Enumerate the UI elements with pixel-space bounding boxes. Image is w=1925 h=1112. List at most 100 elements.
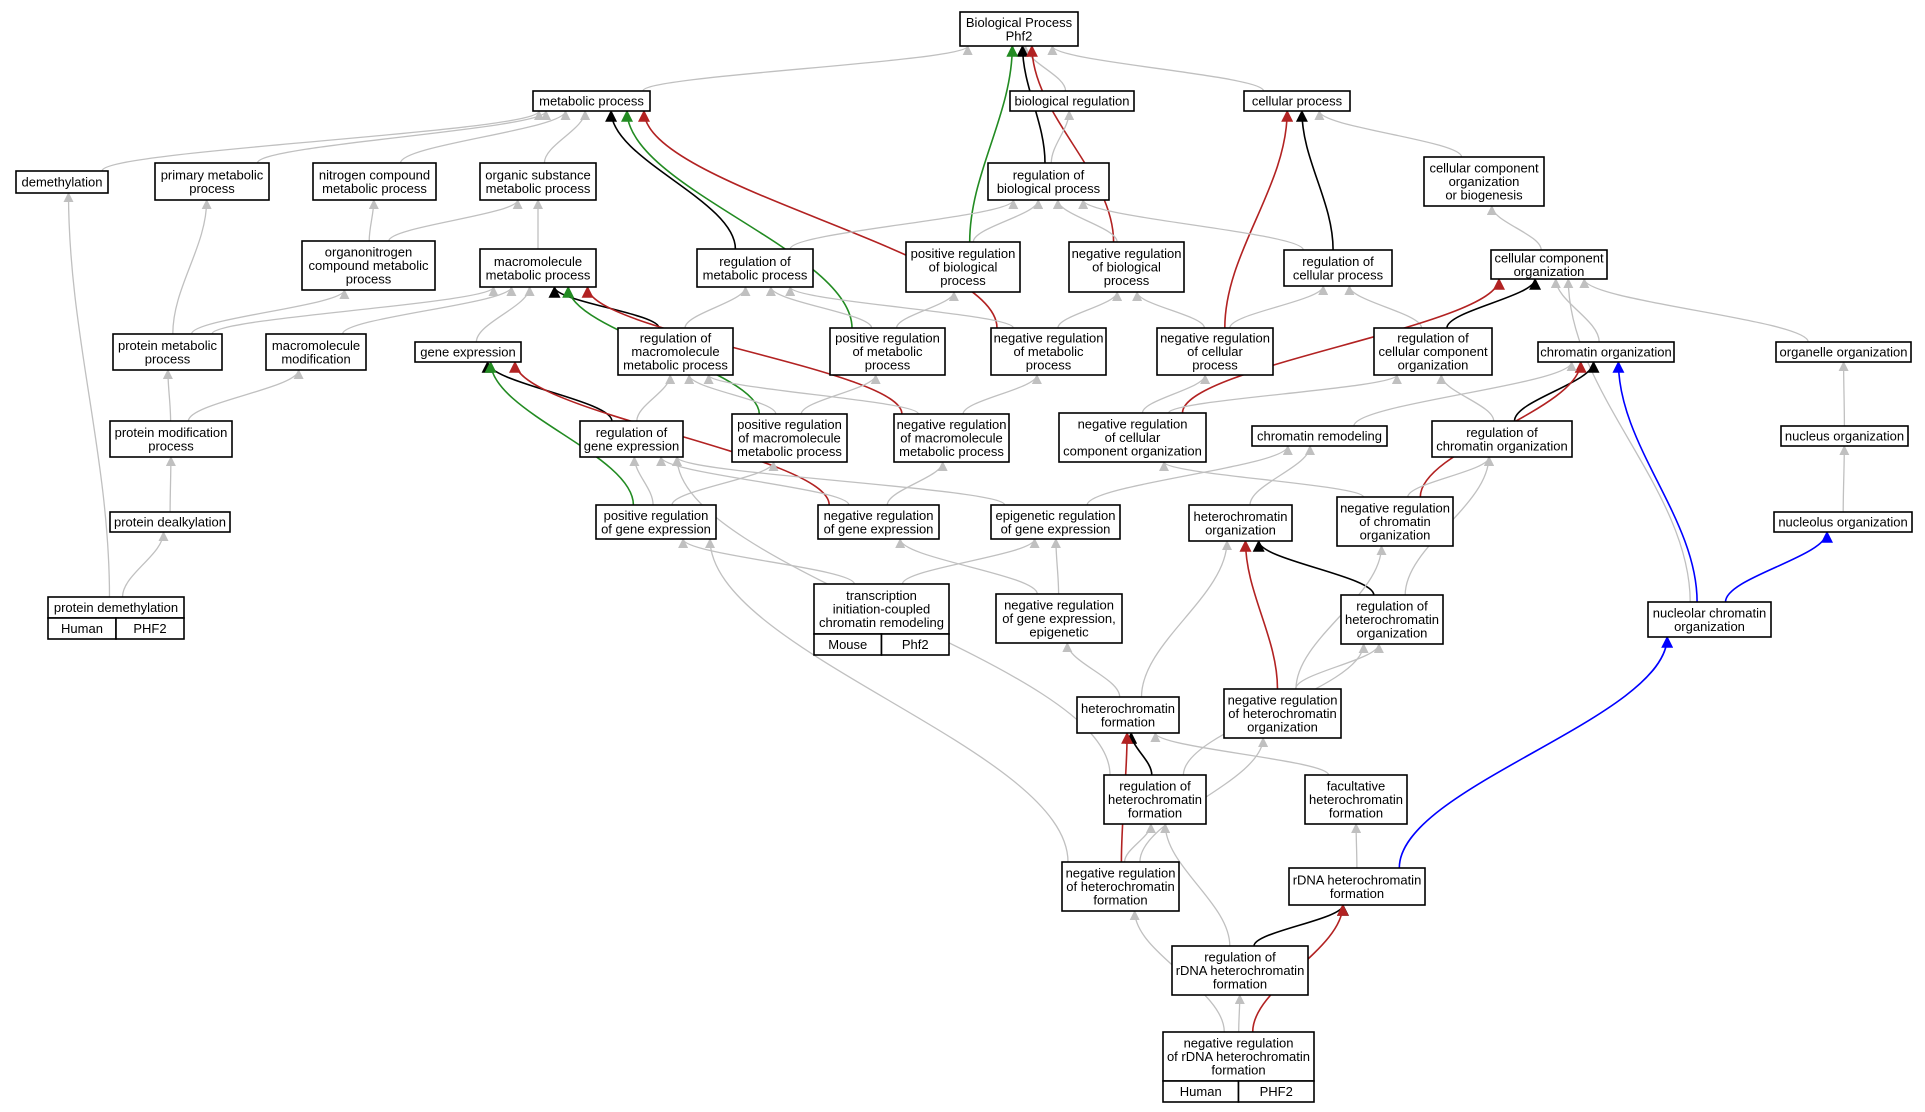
node-box: [617, 327, 734, 376]
edge-epigen-to-reggene: [672, 456, 1006, 506]
edge-regcell-to-regbio: [1078, 199, 1304, 251]
node-chromorg[interactable]: chromatin organization: [1537, 341, 1675, 363]
node-box: [987, 162, 1110, 201]
node-geneexp[interactable]: gene expression: [414, 341, 522, 363]
node-bioreg[interactable]: biological regulation: [1009, 90, 1135, 112]
node-label-line: protein dealkylation: [114, 515, 226, 530]
node-label-line: chromatin remodeling: [819, 615, 944, 630]
edge-protmod-to-protmet: [162, 369, 173, 422]
node-label-line: positive regulation: [911, 246, 1016, 261]
node-box: [109, 511, 231, 533]
node-protdealk[interactable]: protein dealkylation: [109, 511, 231, 533]
node-box: [15, 170, 109, 194]
edge-protdealk-to-protmod: [165, 456, 176, 513]
node-box: [829, 327, 946, 376]
node-demeth[interactable]: demethylation: [15, 170, 109, 194]
edge-chromrem-to-chromorg: [1353, 361, 1577, 427]
node-label-line: regulation of: [640, 331, 712, 346]
node-label-line: nitrogen compound: [319, 167, 430, 182]
node-label-line: primary metabolic: [161, 167, 264, 182]
node-organelle[interactable]: organelle organization: [1775, 341, 1912, 363]
edge-facult-to-hetform: [1150, 732, 1330, 776]
node-box: [579, 420, 684, 458]
node-transcr[interactable]: transcriptioninitiation-coupledchromatin…: [813, 583, 950, 656]
node-label-line: regulation of: [1204, 950, 1276, 965]
node-label-line: regulation of: [1302, 254, 1374, 269]
node-label-line: cellular process: [1252, 94, 1343, 109]
edge-demeth-to-metab: [101, 110, 544, 172]
edge-nucorg-to-organelle: [1838, 361, 1849, 427]
node-nucorg[interactable]: nucleus organization: [1780, 425, 1909, 447]
edge-regrdna-to-rdnahet: [1253, 903, 1349, 947]
edge-negepi-to-neggene: [895, 538, 1038, 595]
edge-hetform-to-negepi: [1062, 642, 1121, 698]
node-label-line: cellular component: [1429, 161, 1539, 176]
node-metab[interactable]: metabolic process: [532, 90, 651, 112]
edge-posgene-to-reggene: [629, 456, 654, 506]
edge-reggene-to-regmacro: [636, 374, 676, 422]
edge-metab-to-bp: [642, 45, 973, 92]
node-label-line: organization: [1357, 626, 1428, 641]
node-label-line: formation: [1211, 1063, 1265, 1078]
node-label-line: negative regulation: [1228, 693, 1338, 708]
gene-label: Phf2: [902, 637, 929, 652]
edge-negcell-to-cellproc: [1224, 109, 1294, 329]
gene-cell: [1237, 1080, 1315, 1103]
edge-regchrom-to-regccorg: [1436, 374, 1495, 422]
edge-transcr-to-epigen: [901, 538, 1040, 585]
gene-label: PHF2: [1260, 1084, 1293, 1099]
node-box: [1223, 688, 1342, 739]
node-nucleolus[interactable]: nucleolus organization: [1773, 511, 1913, 533]
node-chromrem[interactable]: chromatin remodeling: [1251, 425, 1388, 447]
node-label-line: heterochromatin: [1108, 792, 1202, 807]
edge-rdnahet-to-facult: [1351, 823, 1362, 869]
node-cellproc[interactable]: cellular process: [1243, 90, 1351, 112]
edge-negmet-to-negbio: [1057, 291, 1123, 329]
edge-neghetorg-to-hetorg: [1239, 539, 1279, 690]
